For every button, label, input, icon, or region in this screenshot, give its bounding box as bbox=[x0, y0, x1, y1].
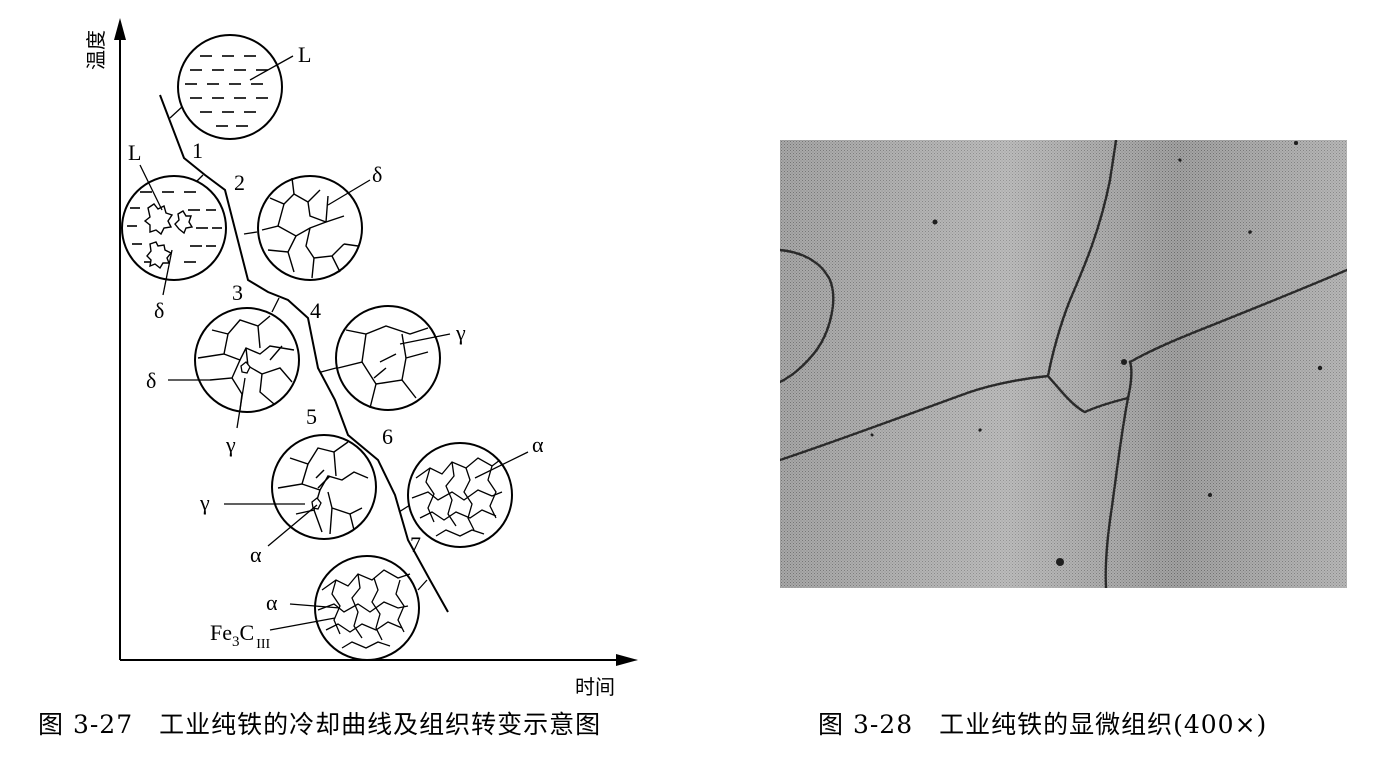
segment-label-1: 1 bbox=[192, 138, 203, 163]
gamma-alpha-circle bbox=[271, 434, 377, 540]
liquid-circle bbox=[177, 34, 283, 140]
delta-gamma-circle bbox=[194, 307, 300, 413]
phase-label-gamma-full: γ bbox=[455, 320, 466, 345]
x-axis-arrow-icon bbox=[616, 654, 638, 666]
y-axis-label: 温度 bbox=[84, 30, 108, 70]
phase-label-gamma-left: γ bbox=[199, 490, 210, 515]
segment-label-3: 3 bbox=[232, 280, 243, 305]
segment-labels: 1 2 3 4 5 6 7 bbox=[192, 138, 421, 557]
segment-label-6: 6 bbox=[382, 424, 393, 449]
x-axis-label: 时间 bbox=[575, 675, 615, 699]
segment-label-5: 5 bbox=[306, 404, 317, 429]
phase-label-alpha-small: α bbox=[250, 542, 262, 567]
figure-27-caption: 图 3-27 工业纯铁的冷却曲线及组织转变示意图 bbox=[38, 710, 602, 739]
microstructure-photo bbox=[780, 140, 1347, 588]
gamma-circle bbox=[335, 305, 441, 411]
y-axis-arrow-icon bbox=[114, 18, 126, 40]
liquid-delta-circle bbox=[121, 175, 227, 281]
alpha-fe3c-circle bbox=[314, 555, 420, 661]
phase-label-delta-left: δ bbox=[146, 368, 156, 393]
phase-label-alpha-full: α bbox=[532, 432, 544, 457]
phase-label-gamma-small: γ bbox=[225, 432, 236, 457]
label-leaders bbox=[139, 55, 529, 631]
segment-label-7: 7 bbox=[410, 532, 421, 557]
phase-label-liquid-top: L bbox=[298, 42, 311, 67]
phase-label-delta-full: δ bbox=[372, 162, 382, 187]
alpha-circle bbox=[407, 442, 513, 548]
cooling-curve-diagram: 温度 时间 bbox=[84, 18, 638, 699]
segment-label-2: 2 bbox=[234, 170, 245, 195]
grain-boundaries bbox=[780, 140, 1347, 588]
segment-label-4: 4 bbox=[310, 298, 321, 323]
figure-28-caption: 图 3-28 工业纯铁的显微组织(400×) bbox=[818, 710, 1268, 739]
phase-label-liquid-mixed: L bbox=[128, 140, 141, 165]
phase-label-alpha-final: α bbox=[266, 590, 278, 615]
delta-circle bbox=[257, 175, 363, 281]
phase-label-delta-mixed: δ bbox=[154, 298, 164, 323]
cooling-curve bbox=[159, 94, 449, 613]
